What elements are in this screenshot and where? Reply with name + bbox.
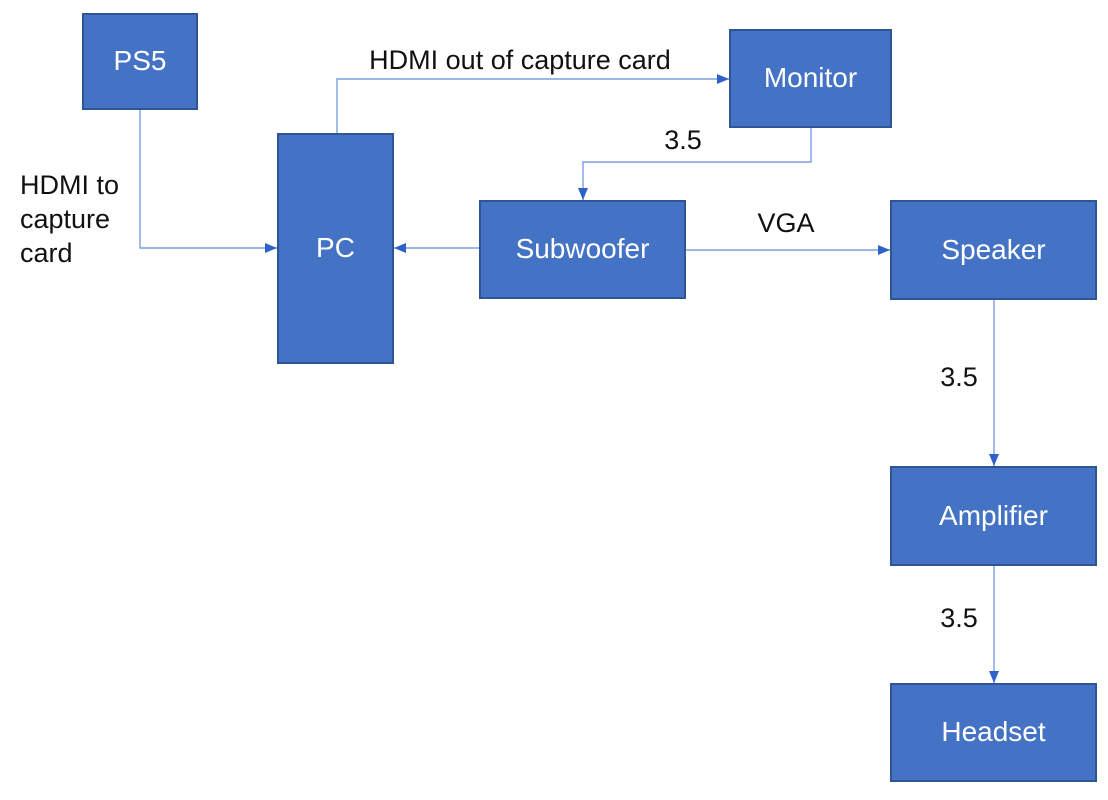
node-speaker[interactable]: Speaker xyxy=(890,200,1097,300)
edge-label-hdmi-to-capture-card: HDMI to capture card xyxy=(20,170,120,268)
node-pc-label: PC xyxy=(316,232,355,264)
node-monitor-label: Monitor xyxy=(763,62,858,94)
node-subwoofer-label: Subwoofer xyxy=(515,233,650,265)
node-headset-label: Headset xyxy=(941,716,1046,748)
edge-label-speaker-amplifier-35: 3.5 xyxy=(940,362,978,392)
node-amplifier[interactable]: Amplifier xyxy=(890,466,1097,566)
edge-label-hdmi-out-of-capture-card: HDMI out of capture card xyxy=(369,45,671,75)
connector-ps5-pc xyxy=(139,110,277,253)
node-amplifier-label: Amplifier xyxy=(939,499,1048,531)
node-ps5-label: PS5 xyxy=(113,45,167,77)
node-monitor[interactable]: Monitor xyxy=(729,29,892,128)
edge-label-vga: VGA xyxy=(757,208,815,238)
node-headset[interactable]: Headset xyxy=(890,683,1097,782)
node-ps5[interactable]: PS5 xyxy=(82,13,198,110)
node-pc[interactable]: PC xyxy=(277,133,394,364)
edge-label-amplifier-headset-35: 3.5 xyxy=(940,603,978,633)
node-speaker-label: Speaker xyxy=(941,233,1046,265)
edge-label-monitor-subwoofer-35: 3.5 xyxy=(664,125,702,155)
node-subwoofer[interactable]: Subwoofer xyxy=(479,200,686,299)
